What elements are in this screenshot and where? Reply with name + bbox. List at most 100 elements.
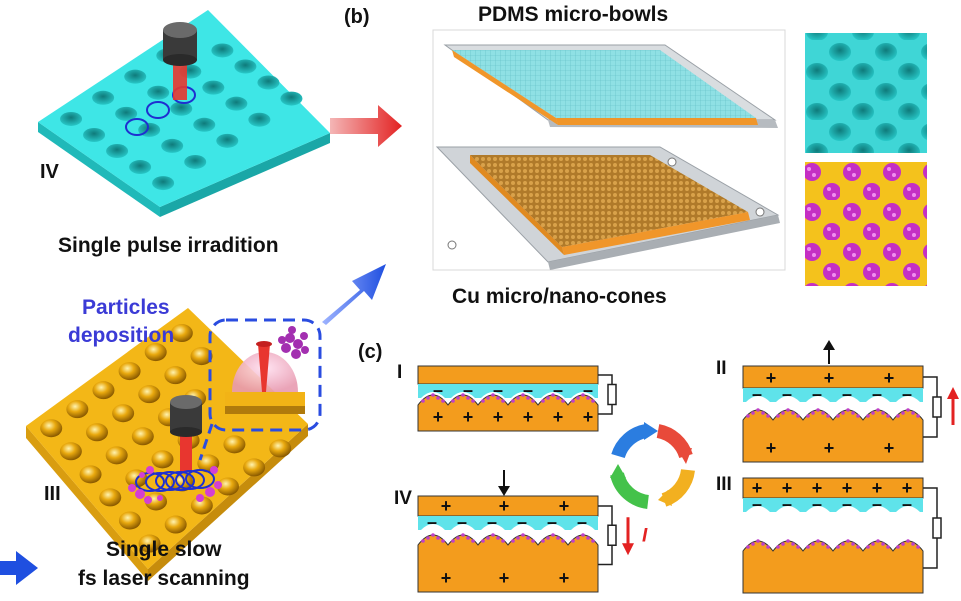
particle-dot — [851, 542, 855, 546]
particle-dot — [781, 411, 785, 415]
deposited-particles — [128, 466, 222, 504]
cu-cone-array — [470, 155, 748, 247]
micro-bump — [138, 385, 161, 404]
charge-minus: – — [523, 380, 533, 400]
micro-bump — [99, 488, 122, 507]
particle-dot — [576, 536, 580, 540]
particle-dot — [586, 396, 590, 400]
bottom-electrode — [742, 409, 924, 463]
charge-minus: – — [842, 494, 852, 514]
particle-dot — [496, 396, 500, 400]
cu-texture-tile — [805, 162, 927, 286]
charge-minus: – — [493, 380, 503, 400]
micro-hole — [152, 176, 175, 191]
charge-plus: + — [583, 407, 594, 427]
particle-dot — [756, 539, 760, 543]
charge-plus: + — [559, 568, 570, 588]
particle-dot — [781, 542, 785, 546]
micro-hole — [92, 90, 115, 105]
particle-dot — [581, 393, 585, 397]
micro-hole — [161, 138, 184, 153]
resistor-icon — [607, 524, 617, 546]
charge-plus: + — [872, 478, 883, 498]
particle-dot — [776, 545, 780, 549]
particle-dot — [461, 393, 465, 397]
particle-dot — [481, 399, 485, 403]
charge-minus: – — [433, 380, 443, 400]
panel-b-label: (b) — [344, 6, 370, 28]
particle-dot — [746, 545, 750, 549]
particle-dot — [421, 399, 425, 403]
particle-dot — [791, 542, 795, 546]
micro-hole — [129, 160, 152, 175]
particle-dot — [581, 533, 585, 537]
particle-dot — [871, 542, 875, 546]
particle-dot — [841, 411, 845, 415]
blue-arrow-icon-bottom — [0, 551, 38, 585]
particle-dot — [851, 411, 855, 415]
particles-label-line1: Particles — [82, 296, 170, 319]
state-label-ii: II — [716, 358, 727, 379]
charge-minus: – — [752, 494, 762, 514]
micro-hole — [257, 75, 280, 90]
charge-plus: + — [441, 496, 452, 516]
charge-plus: + — [824, 368, 835, 388]
caption-slow-line1: Single slow — [106, 538, 222, 561]
particle-dot — [856, 414, 860, 418]
particle-dot — [511, 399, 515, 403]
charge-minus: – — [812, 494, 822, 514]
pdms-orange-edge-left — [452, 50, 558, 125]
charge-minus: – — [547, 512, 557, 532]
particle-dot — [756, 408, 760, 412]
particle-dot — [911, 542, 915, 546]
zoom-leader — [198, 423, 214, 461]
cell-state-iv: +++––––––+++I — [417, 495, 648, 593]
particle-dot — [426, 536, 430, 540]
micro-hole — [170, 101, 193, 116]
particle-dot — [901, 411, 905, 415]
particle-dot — [471, 399, 475, 403]
state-label-i: I — [397, 362, 402, 383]
cyan-substrate-side-left — [38, 122, 160, 217]
micro-hole — [225, 96, 248, 111]
particles-label-line2: deposition — [68, 324, 174, 347]
stage-label-iii-left: III — [44, 483, 61, 505]
micro-bump — [170, 324, 193, 343]
particle-dot — [426, 396, 430, 400]
particle-dot — [431, 393, 435, 397]
zoom-box — [208, 318, 322, 432]
micro-bump — [59, 442, 82, 461]
charge-plus: + — [884, 368, 895, 388]
particle-dot — [461, 533, 465, 537]
particle-dot — [841, 542, 845, 546]
pulse-ring — [146, 101, 170, 119]
particle-dot — [806, 414, 810, 418]
particle-dot — [541, 539, 545, 543]
particle-dot — [906, 408, 910, 412]
particle-dot — [876, 408, 880, 412]
charge-minus: – — [902, 494, 912, 514]
particle-dot — [561, 539, 565, 543]
particle-dot — [471, 539, 475, 543]
particle-dot — [901, 542, 905, 546]
screw-hole — [447, 240, 457, 250]
charge-plus: + — [499, 568, 510, 588]
particle-dot — [591, 399, 595, 403]
screw-hole — [667, 157, 677, 167]
micro-bump — [66, 400, 89, 419]
micro-bump — [190, 347, 213, 366]
charge-minus: – — [463, 380, 473, 400]
particle-dot — [821, 411, 825, 415]
particle-dot — [456, 536, 460, 540]
screw-hole — [755, 207, 765, 217]
charge-plus: + — [499, 496, 510, 516]
micro-hole — [83, 127, 106, 142]
pdms-layer — [418, 516, 598, 530]
micro-bump — [190, 496, 213, 515]
particle-dot — [826, 545, 830, 549]
particle-dot — [761, 411, 765, 415]
micro-hole — [124, 69, 147, 84]
micro-hole — [280, 91, 303, 106]
particle-dot — [466, 536, 470, 540]
charge-minus: – — [872, 384, 882, 404]
